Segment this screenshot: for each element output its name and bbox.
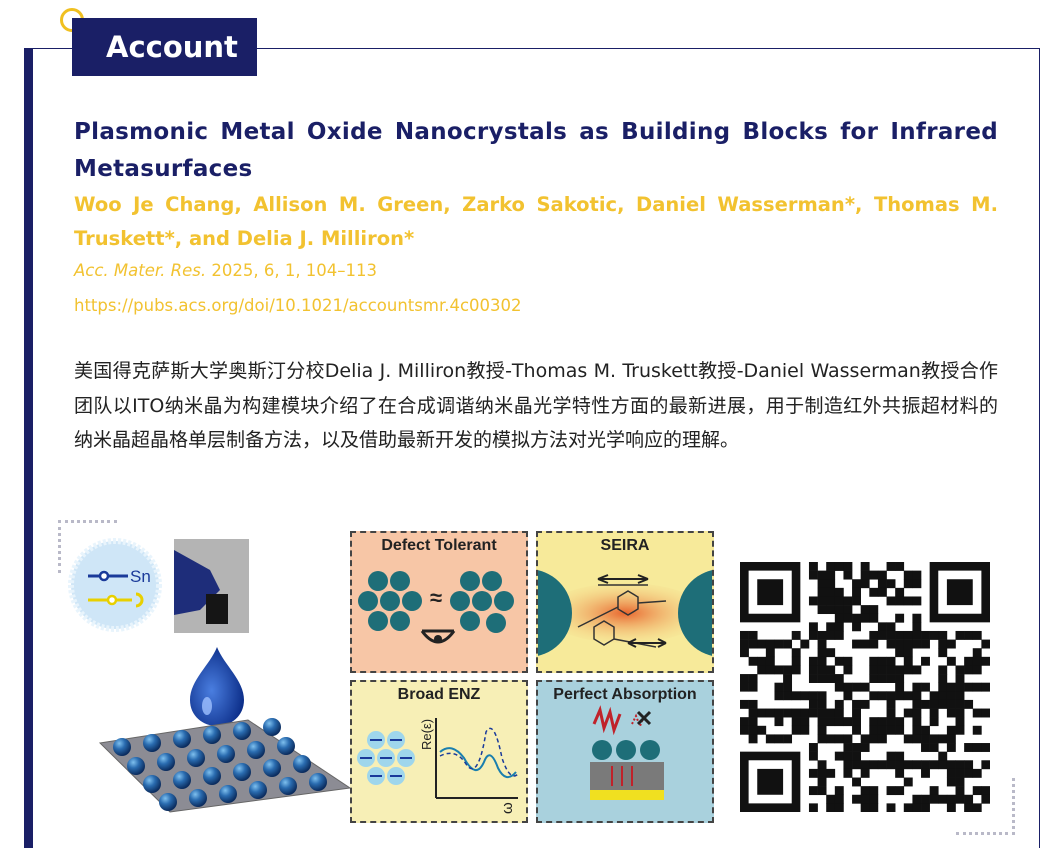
dotted-corner-decoration [58,520,117,573]
synthesis-schematic: Sn [68,538,350,813]
article-citation: Acc. Mater. Res. 2025, 6, 1, 104–113 [74,258,377,284]
svg-text:≈: ≈ [430,585,442,610]
article-frame [24,48,1040,848]
left-accent-bar [24,48,33,848]
doi-link[interactable]: https://pubs.acs.org/doi/10.1021/account… [74,296,522,315]
article-title: Plasmonic Metal Oxide Nanocrystals as Bu… [74,119,998,182]
seira-illustration [538,570,712,656]
article-authors: Woo Je Chang, Allison M. Green, Zarko Sa… [74,193,998,250]
panel-seira: SEIRA [536,531,714,673]
dotted-corner-decoration [956,778,1015,835]
panel-title: Broad ENZ [397,686,481,703]
citation-details: 2025, 6, 1, 104–113 [206,261,378,280]
journal-name: Acc. Mater. Res. [74,261,207,280]
perfect-absorption-illustration [590,705,664,800]
panel-title: Defect Tolerant [381,537,497,554]
broad-enz-illustration: Re(ε) ω [357,718,519,814]
panel-title: SEIRA [600,537,650,554]
panel-title: Perfect Absorption [553,686,697,703]
qr-code [740,562,990,812]
ligand-sn-label: Sn [130,567,151,586]
defect-tolerant-illustration: ≈ [358,571,514,644]
panel-broad-enz: Broad ENZ Re(ε) ω [350,680,528,823]
panel-perfect-absorption: Perfect Absorption [536,680,714,823]
section-tag: Account [72,18,257,76]
y-axis-label: Re(ε) [419,719,434,750]
x-axis-label: ω [499,802,516,814]
panel-defect-tolerant: Defect Tolerant ≈ [350,531,528,673]
chinese-summary: 美国得克萨斯大学奥斯汀分校Delia J. Milliron教授-Thomas … [74,360,998,451]
